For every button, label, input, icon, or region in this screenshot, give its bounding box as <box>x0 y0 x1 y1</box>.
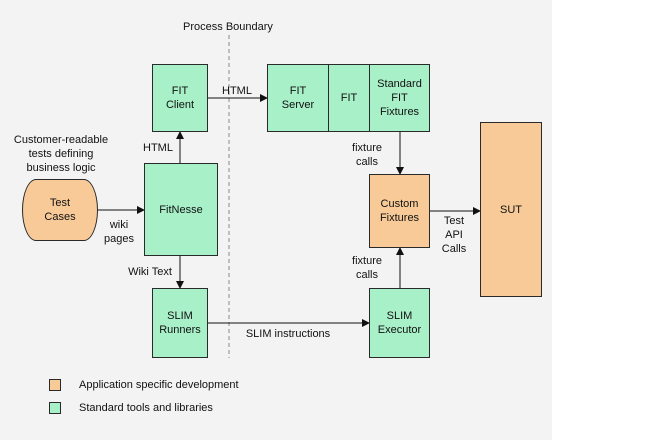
custom-fixtures-box: Custom Fixtures <box>369 174 430 248</box>
fitnesse-box: FitNesse <box>144 163 218 256</box>
legend-swatch-application <box>49 379 61 391</box>
fixture-calls-bottom-label: fixture calls <box>352 255 382 281</box>
test-api-calls-label: Test API Calls <box>441 215 467 255</box>
legend-standard-label: Standard tools and libraries <box>79 402 213 414</box>
standard-fit-fixtures-box: Standard FIT Fixtures <box>369 64 430 132</box>
fit-server-box: FIT Server <box>267 64 329 132</box>
slim-executor-box: SLIM Executor <box>369 288 430 358</box>
legend-application-label: Application specific development <box>79 379 239 391</box>
slim-instructions-label: SLIM instructions <box>245 328 331 340</box>
wiki-pages-label: wiki pages <box>104 219 134 245</box>
html-right-label: HTML <box>222 85 252 97</box>
slim-runners-box: SLIM Runners <box>152 288 208 358</box>
test-cases-cylinder: Test Cases <box>22 179 98 241</box>
wiki-text-label: Wiki Text <box>128 266 172 278</box>
legend-swatch-standard <box>49 402 61 414</box>
fit-box: FIT <box>328 64 370 132</box>
fixture-calls-top-label: fixture calls <box>352 142 382 168</box>
customer-tests-label: Customer-readable tests defining busines… <box>13 134 109 174</box>
html-up-label: HTML <box>143 142 173 154</box>
process-boundary-label: Process Boundary <box>183 21 273 33</box>
fit-client-box: FIT Client <box>152 64 208 132</box>
sut-box: SUT <box>480 122 542 297</box>
